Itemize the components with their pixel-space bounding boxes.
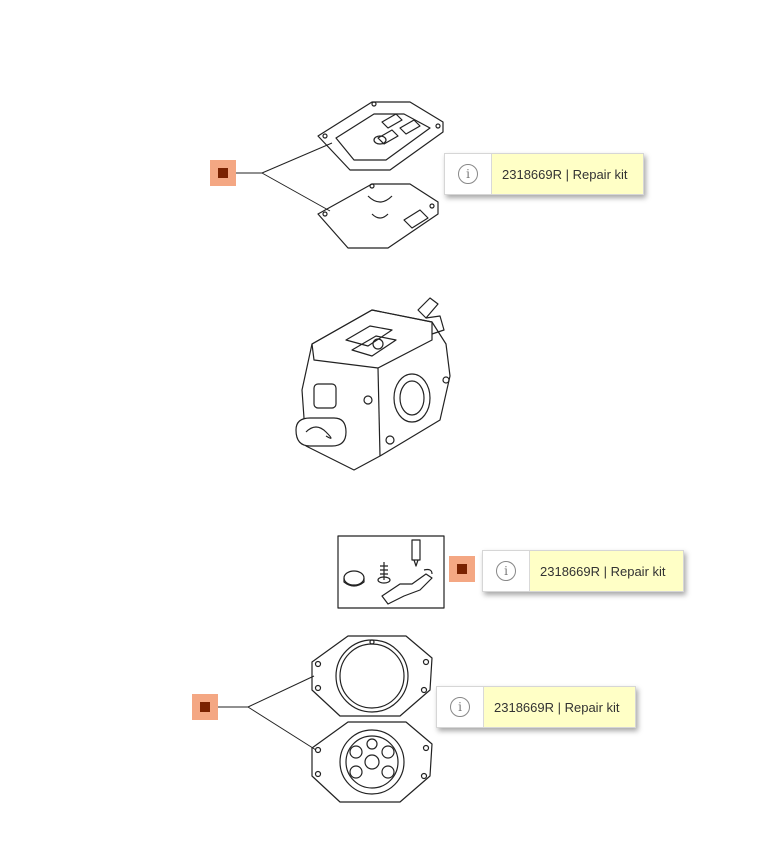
info-button[interactable]: i: [483, 551, 530, 591]
part-label: 2318669R | Repair kit: [530, 551, 683, 591]
leader-lines-top: [236, 142, 333, 212]
part-callout-middle[interactable]: i 2318669R | Repair kit: [482, 550, 684, 592]
info-icon: i: [450, 697, 470, 717]
metering-gasket-upper: [317, 101, 444, 171]
info-icon: i: [496, 561, 516, 581]
carburetor-body: [295, 297, 451, 471]
pump-gasket-upper: [317, 183, 439, 249]
marker-dot: [218, 168, 228, 178]
leader-lines-bottom: [218, 675, 317, 751]
small-parts-inset: [337, 535, 445, 609]
info-icon: i: [458, 164, 478, 184]
part-callout-bottom[interactable]: i 2318669R | Repair kit: [436, 686, 636, 728]
part-label: 2318669R | Repair kit: [492, 154, 643, 194]
marker-dot: [457, 564, 467, 574]
hotspot-marker-middle[interactable]: [449, 556, 475, 582]
hotspot-marker-top[interactable]: [210, 160, 236, 186]
diaphragm-gasket-upper: [311, 635, 433, 717]
part-callout-top[interactable]: i 2318669R | Repair kit: [444, 153, 644, 195]
diaphragm-plate-lower: [311, 721, 433, 803]
part-label: 2318669R | Repair kit: [484, 687, 635, 727]
info-button[interactable]: i: [437, 687, 484, 727]
info-button[interactable]: i: [445, 154, 492, 194]
marker-dot: [200, 702, 210, 712]
hotspot-marker-bottom[interactable]: [192, 694, 218, 720]
